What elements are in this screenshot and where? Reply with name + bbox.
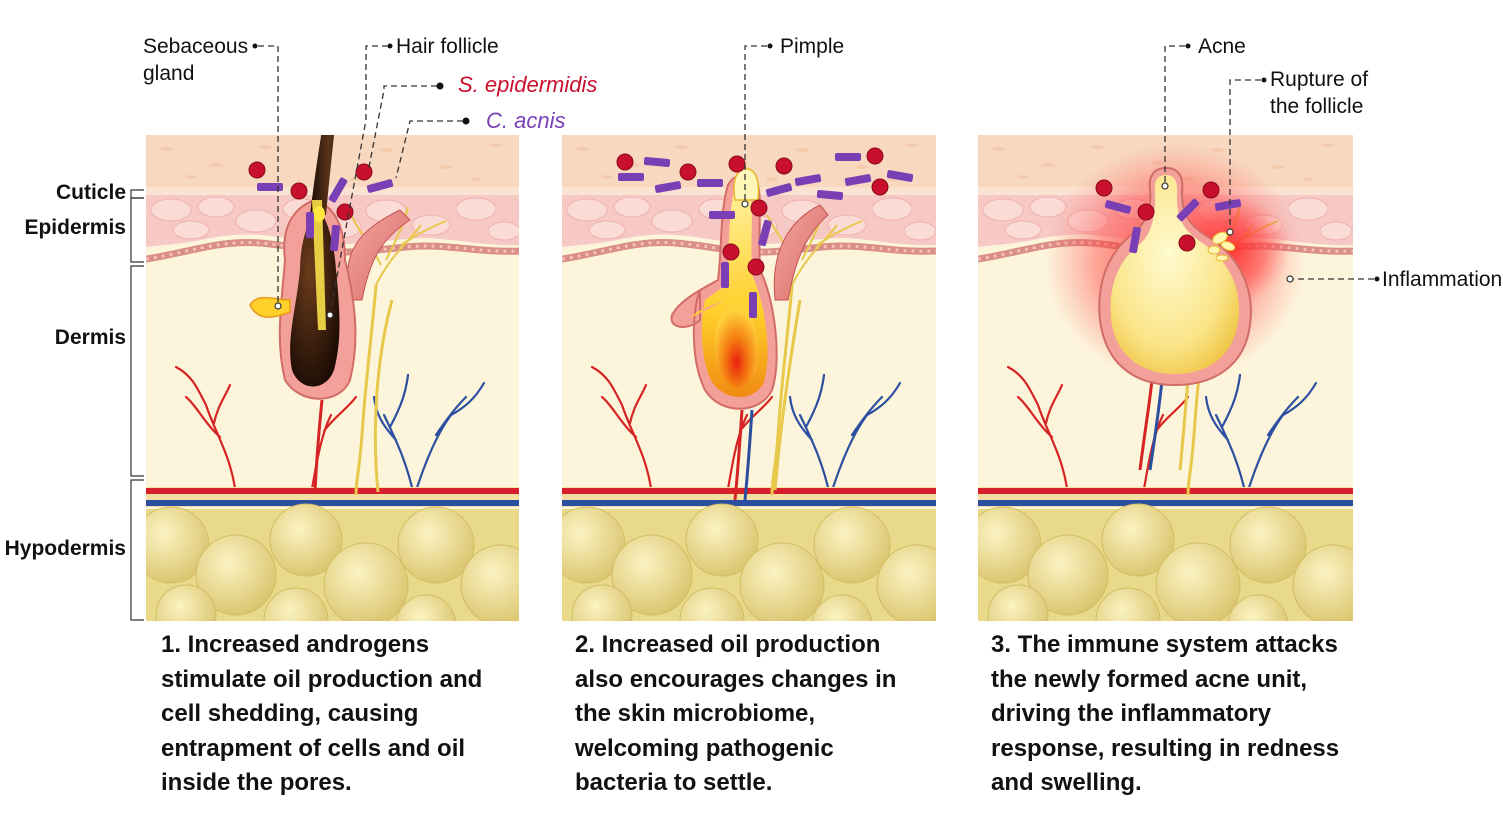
label-sebaceous-gland: Sebaceous gland xyxy=(143,35,282,310)
label-inflammation: Inflammation xyxy=(1286,268,1502,291)
c-acnis-rod xyxy=(330,224,340,252)
layer-bracket xyxy=(130,189,144,621)
c-acnis-rod xyxy=(844,174,872,186)
s-epidermidis-coccus xyxy=(355,163,373,181)
c-acnis-rod xyxy=(697,179,723,187)
s-epidermidis-coccus xyxy=(866,147,884,165)
c-acnis-rod xyxy=(1129,226,1141,254)
label-rupture: Rupture of the follicle xyxy=(1226,68,1368,236)
s-epidermidis-coccus xyxy=(290,182,308,200)
caption-stage-1: 1. Increased androgens stimulate oil pro… xyxy=(161,631,483,796)
c-acnis-rod xyxy=(835,153,861,161)
s-epidermidis-coccus xyxy=(775,157,793,175)
label-c-acnis: C. acnis xyxy=(395,108,565,179)
s-epidermidis-coccus xyxy=(722,243,740,261)
s-epidermidis-coccus xyxy=(1202,181,1220,199)
layer-label-dermis: Dermis xyxy=(55,326,126,349)
c-acnis-rod xyxy=(366,179,394,193)
panel-stage-2 xyxy=(549,135,957,655)
c-acnis-rod xyxy=(709,211,735,219)
red-artery-branch xyxy=(313,399,324,493)
s-epidermidis-coccus xyxy=(616,153,634,171)
svg-text:C. acnis: C. acnis xyxy=(486,108,565,133)
label-hair-follicle: Hair follicle xyxy=(326,35,499,319)
caption-stage-3: 3. The immune system attacks the newly f… xyxy=(991,631,1340,796)
c-acnis-rod xyxy=(257,183,283,191)
layer-label-cuticle: Cuticle xyxy=(56,181,126,204)
s-epidermidis-coccus xyxy=(728,155,746,173)
svg-text:Hair follicle: Hair follicle xyxy=(396,35,499,58)
c-acnis-rod xyxy=(886,170,914,182)
s-epidermidis-coccus xyxy=(679,163,697,181)
c-acnis-rod xyxy=(1214,199,1242,211)
c-acnis-rod xyxy=(618,173,644,181)
c-acnis-rod xyxy=(1176,198,1200,222)
c-acnis-rod xyxy=(1104,200,1132,214)
c-acnis-rod xyxy=(794,174,822,186)
c-acnis-rod xyxy=(643,157,671,167)
c-acnis-rod xyxy=(816,190,844,200)
s-epidermidis-coccus xyxy=(871,178,889,196)
svg-text:the follicle: the follicle xyxy=(1270,95,1363,118)
s-epidermidis-coccus xyxy=(750,199,768,217)
c-acnis-rod xyxy=(721,262,729,288)
svg-text:Sebaceous: Sebaceous xyxy=(143,35,248,58)
panel-stage-3 xyxy=(965,135,1373,655)
svg-text:Inflammation: Inflammation xyxy=(1382,268,1502,291)
c-acnis-rod xyxy=(306,212,314,238)
c-acnis-rod xyxy=(328,177,348,203)
layer-label-epidermis: Epidermis xyxy=(24,216,126,239)
c-acnis-rod xyxy=(758,219,772,247)
svg-text:gland: gland xyxy=(143,62,194,85)
svg-text:Rupture of: Rupture of xyxy=(1270,68,1368,91)
c-acnis-rod xyxy=(654,181,682,193)
label-pimple: Pimple xyxy=(741,35,844,208)
bacteria-layer xyxy=(248,147,1242,318)
svg-text:Pimple: Pimple xyxy=(780,35,844,58)
label-s-epidermidis: S. epidermidis xyxy=(367,72,597,173)
svg-text:S. epidermidis: S. epidermidis xyxy=(458,72,597,97)
caption-stage-2: 2. Increased oil production also encoura… xyxy=(575,631,897,796)
c-acnis-rod xyxy=(765,183,793,197)
c-acnis-rod xyxy=(749,292,757,318)
s-epidermidis-coccus xyxy=(1095,179,1113,197)
s-epidermidis-coccus xyxy=(1137,203,1155,221)
panel-stage-1 xyxy=(133,135,541,655)
s-epidermidis-coccus xyxy=(1178,234,1196,252)
layer-label-hypodermis: Hypodermis xyxy=(5,537,126,560)
label-acne: Acne xyxy=(1161,35,1246,190)
s-epidermidis-coccus xyxy=(248,161,266,179)
s-epidermidis-coccus xyxy=(747,258,765,276)
svg-text:Acne: Acne xyxy=(1198,35,1246,58)
